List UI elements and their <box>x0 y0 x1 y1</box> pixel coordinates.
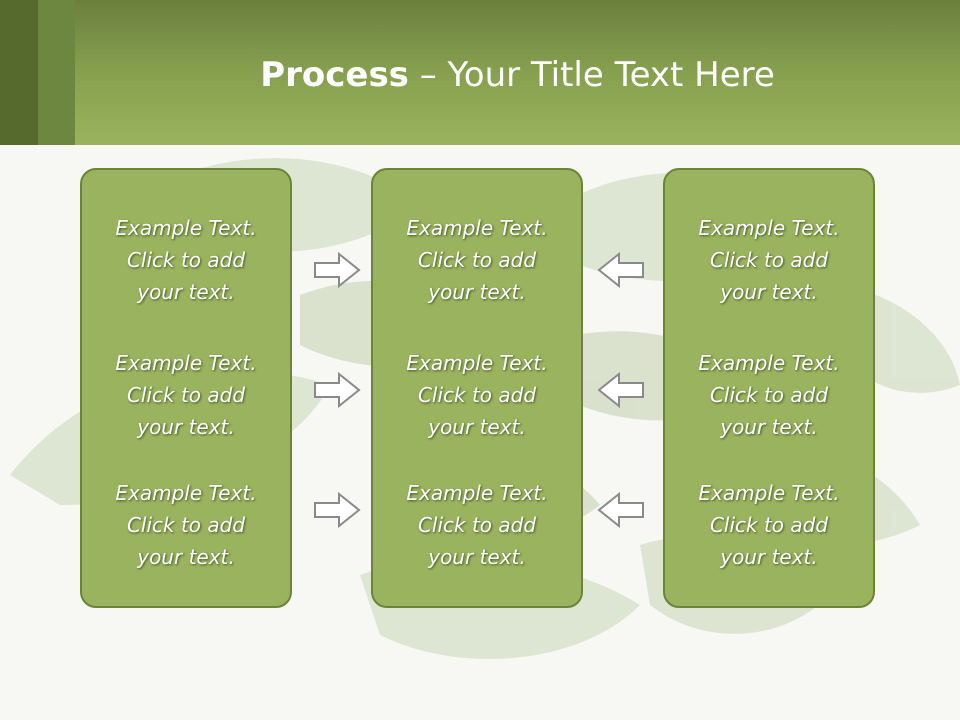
text-placeholder[interactable]: Example Text. Click to add your text. <box>406 351 548 439</box>
process-box-right[interactable]: Example Text. Click to add your text. Ex… <box>663 168 875 608</box>
header-accent-stripe <box>38 0 75 145</box>
process-box-center[interactable]: Example Text. Click to add your text. Ex… <box>371 168 583 608</box>
text-placeholder[interactable]: Example Text. Click to add your text. <box>698 481 840 569</box>
text-placeholder[interactable]: Example Text. Click to add your text. <box>698 216 840 304</box>
left-arrow-icon <box>597 252 644 288</box>
process-box-left[interactable]: Example Text. Click to add your text. Ex… <box>80 168 292 608</box>
right-arrow-icon <box>314 252 361 288</box>
slide-title[interactable]: Process – Your Title Text Here <box>75 50 960 100</box>
text-placeholder[interactable]: Example Text. Click to add your text. <box>115 351 257 439</box>
title-bar: Process – Your Title Text Here <box>0 0 960 145</box>
right-arrow-icon <box>314 492 361 528</box>
text-placeholder[interactable]: Example Text. Click to add your text. <box>698 351 840 439</box>
title-rest-part: – Your Title Text Here <box>408 55 775 95</box>
header-accent-stripe <box>0 0 38 145</box>
text-placeholder[interactable]: Example Text. Click to add your text. <box>115 481 257 569</box>
text-placeholder[interactable]: Example Text. Click to add your text. <box>406 216 548 304</box>
left-arrow-icon <box>597 372 644 408</box>
title-bold-part: Process <box>260 55 409 95</box>
text-placeholder[interactable]: Example Text. Click to add your text. <box>406 481 548 569</box>
left-arrow-icon <box>597 492 644 528</box>
text-placeholder[interactable]: Example Text. Click to add your text. <box>115 216 257 304</box>
right-arrow-icon <box>314 372 361 408</box>
